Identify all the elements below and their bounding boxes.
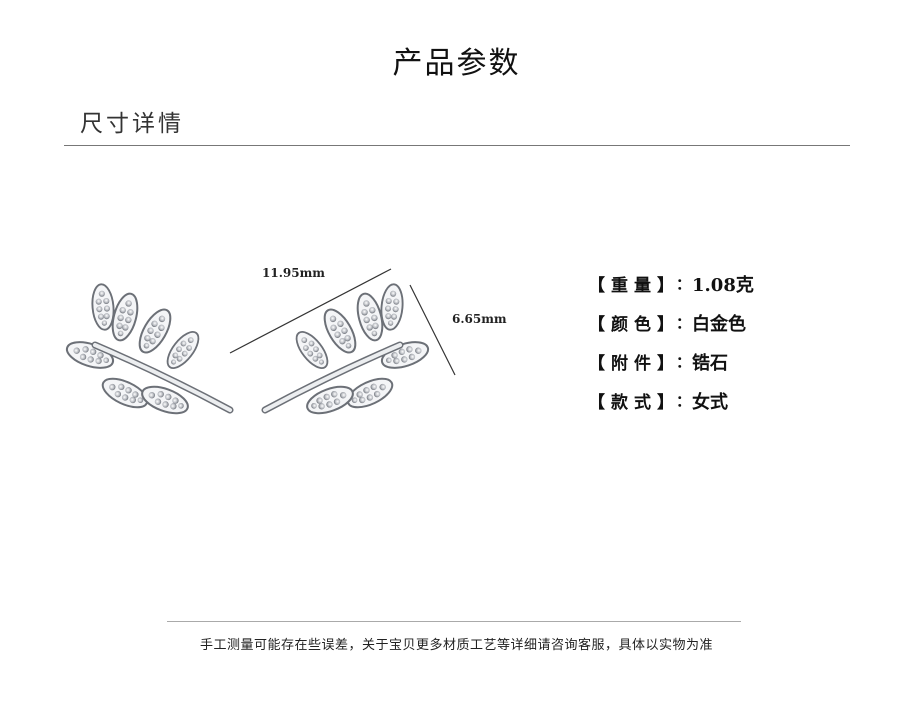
spec-row-color: 【颜色】 ： 白金色 xyxy=(588,303,754,342)
width-dimension-label: 11.95mm xyxy=(262,266,325,280)
height-dimension-line xyxy=(409,284,456,376)
spec-list: 【重量】 ： 1.08克 【颜色】 ： 白金色 【附件】 ： 锆石 【款式】 ：… xyxy=(588,264,754,420)
spec-row-style: 【款式】 ： 女式 xyxy=(588,381,754,420)
spec-colon: ： xyxy=(676,353,692,371)
spec-colon: ： xyxy=(676,392,692,410)
spec-row-weight: 【重量】 ： 1.08克 xyxy=(588,264,754,303)
spec-label: 【附件】 xyxy=(588,354,680,374)
spec-label: 【颜色】 xyxy=(588,315,680,335)
width-dimension-line xyxy=(229,268,392,354)
height-dimension-label: 6.65mm xyxy=(452,312,507,326)
spec-row-accessory: 【附件】 ： 锆石 xyxy=(588,342,754,381)
spec-value: 1.08克 xyxy=(692,274,754,296)
spec-value: 女式 xyxy=(692,391,728,413)
measurement-disclaimer: 手工测量可能存在些误差，关于宝贝更多材质工艺等详细请咨询客服，具体以实物为准 xyxy=(199,638,713,653)
spec-colon: ： xyxy=(676,275,692,293)
leaf-earring-right-icon xyxy=(265,283,431,418)
product-image xyxy=(55,268,456,455)
section-title: 尺寸详情 xyxy=(80,111,184,137)
spec-label: 【款式】 xyxy=(588,393,680,413)
page-title: 产品参数 xyxy=(392,46,521,81)
spec-value: 锆石 xyxy=(692,352,728,374)
footer-divider xyxy=(167,621,741,622)
spec-colon: ： xyxy=(676,314,692,332)
spec-label: 【重量】 xyxy=(588,276,680,296)
leaf-earring-left-icon xyxy=(64,283,230,418)
spec-value: 白金色 xyxy=(692,313,746,335)
section-divider xyxy=(64,145,850,146)
